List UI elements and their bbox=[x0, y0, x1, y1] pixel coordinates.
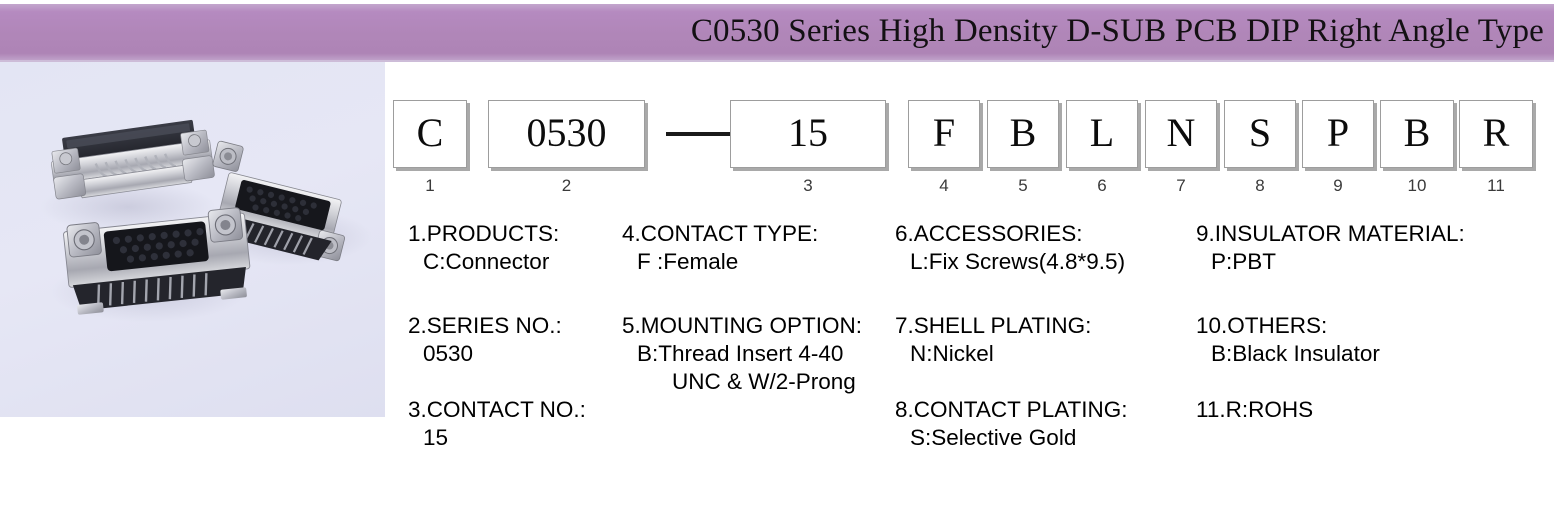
legend-entry-option: C:Connector bbox=[423, 248, 550, 274]
code-box-11[interactable]: R bbox=[1459, 100, 1533, 168]
legend-entry-option: N:Nickel bbox=[910, 340, 994, 366]
code-box-value: N bbox=[1166, 110, 1196, 155]
code-box-value: B bbox=[1009, 110, 1037, 155]
legend-entry-option: P:PBT bbox=[1211, 248, 1277, 274]
code-index-8: 8 bbox=[1255, 176, 1265, 195]
page-title: C0530 Series High Density D-SUB PCB DIP … bbox=[690, 12, 1544, 49]
code-index-11: 11 bbox=[1487, 176, 1505, 195]
legend-entry-title: 9.INSULATOR MATERIAL: bbox=[1196, 221, 1465, 246]
legend-entry-option: 15 bbox=[423, 424, 449, 450]
legend-entry-title: 11.R:ROHS bbox=[1196, 397, 1314, 422]
legend-entry: 3.CONTACT NO.:15 bbox=[408, 396, 586, 452]
d-sub-connector-photo bbox=[40, 119, 372, 322]
legend-entry-title: 7.SHELL PLATING: bbox=[895, 313, 1092, 338]
legend-entry-option: L:Fix Screws(4.8*9.5) bbox=[910, 248, 1126, 274]
legend-entry-option: F :Female bbox=[637, 248, 739, 274]
code-box-value: R bbox=[1482, 110, 1510, 155]
product-photo-panel bbox=[0, 62, 385, 417]
code-box-value: F bbox=[932, 110, 956, 155]
legend-entry: 2.SERIES NO.:0530 bbox=[408, 312, 562, 368]
legend-entry-option: 0530 bbox=[423, 340, 474, 366]
code-box-5[interactable]: B bbox=[987, 100, 1059, 168]
legend-entry-option: S:Selective Gold bbox=[910, 424, 1077, 450]
legend-entry: 4.CONTACT TYPE:F :Female bbox=[622, 220, 818, 276]
legend-entry: 1.PRODUCTS:C:Connector bbox=[408, 220, 559, 276]
code-box-value: L bbox=[1089, 110, 1115, 155]
legend-entry: 10.OTHERS:B:Black Insulator bbox=[1196, 312, 1380, 368]
code-index-9: 9 bbox=[1333, 176, 1343, 195]
legend-entry-title: 1.PRODUCTS: bbox=[408, 221, 560, 246]
legend-entry: 9.INSULATOR MATERIAL:P:PBT bbox=[1196, 220, 1465, 276]
code-index-5: 5 bbox=[1018, 176, 1028, 195]
code-box-value: S bbox=[1248, 110, 1272, 155]
legend-entry-title: 8.CONTACT PLATING: bbox=[895, 397, 1128, 422]
code-box-4[interactable]: F bbox=[908, 100, 980, 168]
legend-entry: 8.CONTACT PLATING:S:Selective Gold bbox=[895, 396, 1128, 452]
part-number-dash-separator bbox=[666, 132, 730, 136]
legend-entry: 11.R:ROHS bbox=[1196, 396, 1313, 424]
code-box-value: 0530 bbox=[526, 110, 607, 155]
legend-entry-title: 4.CONTACT TYPE: bbox=[622, 221, 819, 246]
header-banner: C0530 Series High Density D-SUB PCB DIP … bbox=[0, 4, 1554, 62]
code-box-9[interactable]: P bbox=[1302, 100, 1374, 168]
code-index-3: 3 bbox=[803, 176, 813, 195]
code-box-value: P bbox=[1326, 110, 1350, 155]
code-index-6: 6 bbox=[1097, 176, 1107, 195]
code-index-7: 7 bbox=[1176, 176, 1186, 195]
code-index-2: 2 bbox=[561, 176, 572, 195]
legend-entry: 7.SHELL PLATING:N:Nickel bbox=[895, 312, 1091, 368]
code-box-2[interactable]: 0530 bbox=[488, 100, 645, 168]
legend-entry: 6.ACCESSORIES:L:Fix Screws(4.8*9.5) bbox=[895, 220, 1125, 276]
code-box-10[interactable]: B bbox=[1380, 100, 1454, 168]
legend-entry-title: 2.SERIES NO.: bbox=[408, 313, 562, 338]
code-box-7[interactable]: N bbox=[1145, 100, 1217, 168]
code-box-value: B bbox=[1403, 110, 1431, 155]
legend-entry-title: 10.OTHERS: bbox=[1196, 313, 1328, 338]
legend-entry-option: B:Thread Insert 4-40 bbox=[637, 340, 844, 366]
code-index-10: 10 bbox=[1407, 176, 1427, 195]
code-box-value: C bbox=[416, 110, 444, 155]
code-box-value: 15 bbox=[788, 110, 828, 155]
code-index-4: 4 bbox=[939, 176, 949, 195]
code-index-1: 1 bbox=[425, 176, 435, 195]
legend-entry-option: B:Black Insulator bbox=[1211, 340, 1380, 366]
code-box-1[interactable]: C bbox=[393, 100, 467, 168]
legend-entry-title: 3.CONTACT NO.: bbox=[408, 397, 586, 422]
legend-entry-option: UNC & W/2-Prong bbox=[672, 368, 856, 394]
legend-entry-title: 5.MOUNTING OPTION: bbox=[622, 313, 863, 338]
code-box-6[interactable]: L bbox=[1066, 100, 1138, 168]
code-box-8[interactable]: S bbox=[1224, 100, 1296, 168]
code-box-3[interactable]: 15 bbox=[730, 100, 886, 168]
legend-entry-title: 6.ACCESSORIES: bbox=[895, 221, 1083, 246]
